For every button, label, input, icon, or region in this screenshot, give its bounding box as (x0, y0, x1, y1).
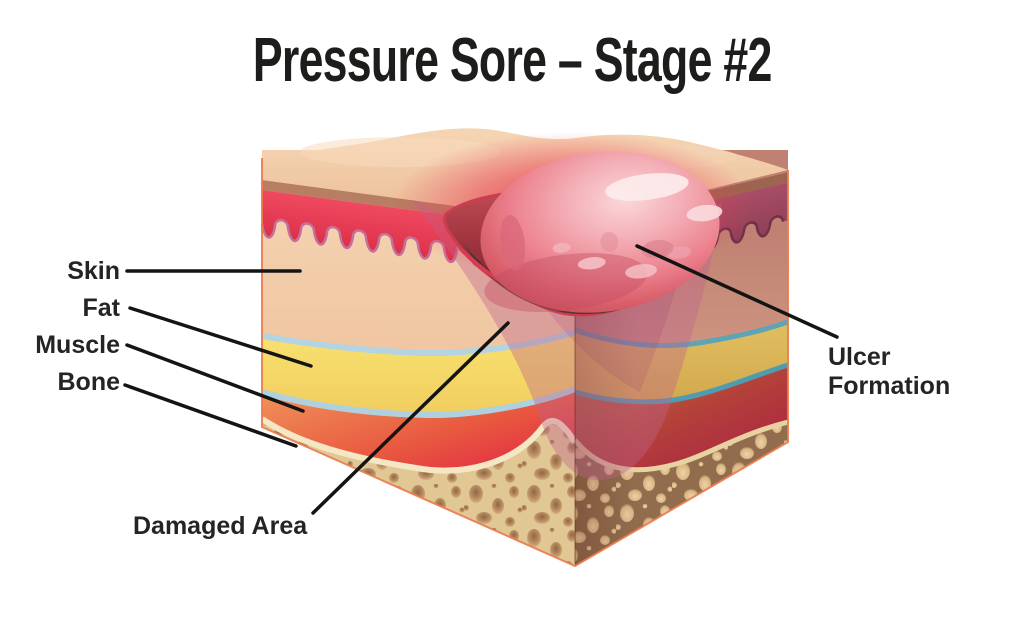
block-outline (261, 158, 789, 568)
damaged-area-label: Damaged Area (133, 512, 308, 540)
bone-layer-front (262, 416, 575, 566)
muscle-label: Muscle (35, 331, 120, 359)
membrane-line (262, 386, 575, 419)
page-title: Pressure Sore – Stage #2 (252, 26, 772, 95)
muscle-leader-line (125, 343, 305, 413)
membrane-line (262, 329, 575, 357)
skin-label: Skin (67, 257, 120, 285)
fat-layer-front (262, 334, 575, 416)
bone-label: Bone (57, 368, 121, 396)
ulcer-formation-label: Ulcer Formation (828, 343, 951, 400)
damaged-area-leader-line (311, 321, 510, 515)
fat-leader-line (128, 306, 313, 368)
bone-leader-line (123, 383, 298, 448)
gloss-highlight (605, 173, 689, 201)
ulcer-leader-line (635, 244, 839, 339)
ulcer-blister (480, 151, 723, 313)
fat-label: Fat (82, 294, 121, 322)
